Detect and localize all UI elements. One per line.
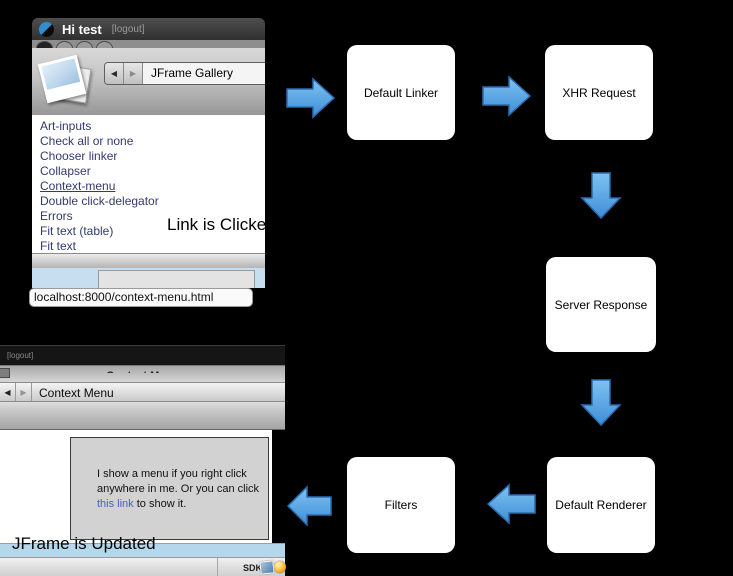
annotation-jframe-updated: JFrame is Updated [12,534,156,553]
window-title: Hi test [62,21,102,37]
forward-button[interactable]: ▶ [124,63,143,84]
annotation-link-clicked: Link is Clicked [167,215,265,234]
clipped-window-title: Context Menu [0,366,285,373]
forward-icon: ▶ [129,69,137,78]
gallery-link-collapser[interactable]: Collapser [40,164,91,178]
gallery-link-check-all[interactable]: Check all or none [40,134,134,148]
context-menu-browser-window: [logout] Context Menu ◀ ▶ Context Menu I… [0,345,286,576]
panel-text-line3: this link to show it. [97,498,187,510]
gallery-photos-icon [37,54,94,108]
arrow-down-to-server-response [580,172,622,220]
flow-box-filters: Filters [347,457,455,553]
nav-title-field: JFrame Gallery [143,63,265,84]
gallery-link-fit-text[interactable]: Fit text [40,239,77,253]
edge-widget-icon [0,368,10,378]
back-button[interactable]: ◀ [0,383,16,401]
toolbar-round-button[interactable] [96,41,113,48]
nav-title-field: Context Menu [39,386,114,400]
toolbar-round-button[interactable] [76,41,93,48]
panel-text-line2: anywhere in me. Or you can click [97,483,260,495]
flow-box-default-linker: Default Linker [347,45,455,140]
nav-group: ◀ ▶ JFrame Gallery [104,62,265,85]
flow-box-default-renderer: Default Renderer [547,457,655,553]
highlight-strip [0,543,285,557]
status-bar: SDK [0,557,286,576]
window-header: [logout] [0,345,285,366]
arrow-right-to-xhr-request [482,75,532,117]
back-icon: ◀ [110,69,118,78]
bottom-chrome-bar [32,253,265,268]
logout-link[interactable]: [logout] [7,351,34,360]
url-status-tooltip: localhost:8000/context-menu.html [29,288,253,307]
page-content: I show a menu if you right click anywher… [0,430,272,545]
app-logo-icon [39,21,54,37]
arrow-right-to-default-linker [286,77,336,119]
toolbar-round-button[interactable] [36,41,53,48]
flow-box-server-response: Server Response [546,257,656,352]
toolbar-button-row [32,40,265,48]
gallery-link-art-inputs[interactable]: Art-inputs [40,119,92,133]
arrow-left-to-updated-jframe [286,485,332,527]
arrow-down-to-default-renderer [580,379,622,427]
status-divider [217,558,218,576]
panel-text-line1: I show a menu if you right click [97,468,247,480]
sdk-label: SDK [243,563,263,573]
toolbar-round-button[interactable] [56,41,73,48]
nav-row: ◀ ▶ Context Menu [0,382,285,402]
gallery-link-list: Art-inputs Check all or none Chooser lin… [32,115,265,253]
toolbar-lower-band [0,402,285,430]
arrow-left-to-filters [486,483,536,525]
flow-box-xhr-request: XHR Request [545,45,653,140]
back-button[interactable]: ◀ [105,63,124,84]
photos-icon[interactable] [259,560,275,575]
clipped-titlebar: Context Menu [0,365,285,382]
gallery-browser-window: Hi test [logout] ◀ ▶ JFrame Gallery Art-… [29,18,265,307]
gallery-link-fit-text-table[interactable]: Fit text (table) [40,224,114,238]
swirl-logo-icon[interactable] [274,561,286,573]
statusbar-panel [98,270,255,288]
browser-toolbar: ◀ ▶ JFrame Gallery [32,48,265,115]
forward-button[interactable]: ▶ [16,383,32,401]
gallery-link-context-menu[interactable]: Context-menu [40,179,116,193]
back-icon: ◀ [4,387,11,397]
window-titlebar: Hi test [logout] [32,18,265,40]
this-link[interactable]: this link [97,498,134,510]
context-menu-demo-panel[interactable]: I show a menu if you right click anywher… [70,437,269,540]
gallery-link-chooser-linker[interactable]: Chooser linker [40,149,118,163]
gallery-link-errors[interactable]: Errors [40,209,73,223]
logout-link[interactable]: [logout] [111,23,145,35]
highlight-strip [32,268,265,288]
forward-icon: ▶ [20,387,27,397]
gallery-link-double-click[interactable]: Double click-delegator [40,194,159,208]
